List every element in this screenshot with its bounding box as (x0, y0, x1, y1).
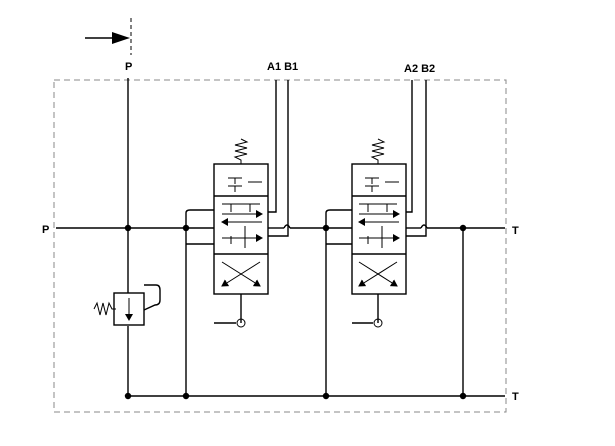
port-a1-line (268, 80, 277, 213)
port-t-bottom-label: T (512, 391, 519, 403)
lever-handle-icon (352, 294, 383, 328)
lever-handle-icon (214, 294, 246, 328)
junction-dots (124, 224, 467, 400)
port-a2-b2-label: A2 B2 (404, 63, 435, 75)
valve-block-boundary (53, 79, 507, 413)
port-a1-b1-label: A1 B1 (267, 61, 298, 73)
port-t-right-label: T (512, 225, 519, 237)
port-p-top-label: P (125, 61, 132, 73)
port-b2-line (406, 80, 427, 237)
spring-icon (370, 138, 386, 164)
port-b1-line (268, 80, 289, 237)
port-p-left-label: P (42, 224, 49, 236)
directional-valve-1 (185, 138, 269, 295)
flow-direction-arrow-icon (85, 18, 132, 55)
directional-valve-2 (325, 138, 407, 295)
relief-valve-icon (93, 282, 161, 326)
port-a2-line (406, 80, 413, 213)
spring-icon (233, 138, 249, 164)
